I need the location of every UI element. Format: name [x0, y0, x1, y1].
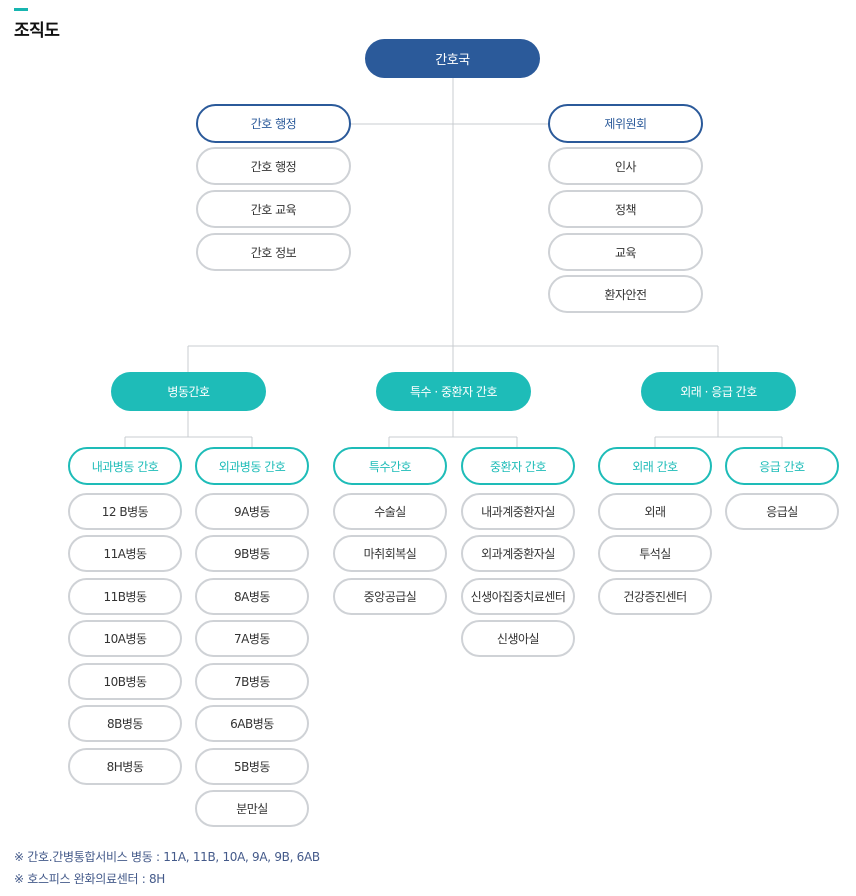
admin-item-node[interactable]: 간호 행정 — [196, 147, 351, 185]
icu-item-node[interactable]: 신생아실 — [461, 620, 575, 657]
surgical-ward-header-node[interactable]: 외과병동 간호 — [195, 447, 309, 485]
ward-item-node[interactable]: 8A병동 — [195, 578, 309, 615]
outpatient-item-node[interactable]: 투석실 — [598, 535, 712, 572]
footnote-hospice-center: ※ 호스피스 완화의료센터 : 8H — [14, 872, 166, 886]
ward-item-node[interactable]: 5B병동 — [195, 748, 309, 785]
special-item-node[interactable]: 중앙공급실 — [333, 578, 447, 615]
outpatient-nursing-header-node[interactable]: 외래 간호 — [598, 447, 712, 485]
icu-item-node[interactable]: 외과계중환자실 — [461, 535, 575, 572]
footnote-integrated-service-wards: ※ 간호.간병통합서비스 병동 : 11A, 11B, 10A, 9A, 9B,… — [14, 850, 320, 864]
special-nursing-header-node[interactable]: 특수간호 — [333, 447, 447, 485]
icu-nursing-header-node[interactable]: 중환자 간호 — [461, 447, 575, 485]
admin-item-node[interactable]: 간호 교육 — [196, 190, 351, 228]
emergency-nursing-header-node[interactable]: 응급 간호 — [725, 447, 839, 485]
ward-item-node[interactable]: 7B병동 — [195, 663, 309, 700]
emergency-item-node[interactable]: 응급실 — [725, 493, 839, 530]
ward-item-node[interactable]: 10B병동 — [68, 663, 182, 700]
ward-item-node[interactable]: 9A병동 — [195, 493, 309, 530]
admin-header-node[interactable]: 간호 행정 — [196, 104, 351, 143]
internal-ward-header-node[interactable]: 내과병동 간호 — [68, 447, 182, 485]
special-item-node[interactable]: 마취회복실 — [333, 535, 447, 572]
committee-item-node[interactable]: 환자안전 — [548, 275, 703, 313]
special-icu-nursing-node[interactable]: 특수 · 중환자 간호 — [376, 372, 531, 411]
ward-item-node[interactable]: 8B병동 — [68, 705, 182, 742]
ward-item-node[interactable]: 7A병동 — [195, 620, 309, 657]
ward-item-node[interactable]: 6AB병동 — [195, 705, 309, 742]
root-node-nursing-department[interactable]: 간호국 — [365, 39, 540, 78]
ward-item-node[interactable]: 12 B병동 — [68, 493, 182, 530]
icu-item-node[interactable]: 신생아집중치료센터 — [461, 578, 575, 615]
committee-item-node[interactable]: 정책 — [548, 190, 703, 228]
ward-item-node[interactable]: 분만실 — [195, 790, 309, 827]
committee-item-node[interactable]: 교육 — [548, 233, 703, 271]
outpatient-emergency-nursing-node[interactable]: 외래 · 응급 간호 — [641, 372, 796, 411]
outpatient-item-node[interactable]: 건강증진센터 — [598, 578, 712, 615]
icu-item-node[interactable]: 내과계중환자실 — [461, 493, 575, 530]
ward-nursing-node[interactable]: 병동간호 — [111, 372, 266, 411]
ward-item-node[interactable]: 11A병동 — [68, 535, 182, 572]
ward-item-node[interactable]: 9B병동 — [195, 535, 309, 572]
committee-header-node[interactable]: 제위원회 — [548, 104, 703, 143]
ward-item-node[interactable]: 10A병동 — [68, 620, 182, 657]
special-item-node[interactable]: 수술실 — [333, 493, 447, 530]
ward-item-node[interactable]: 8H병동 — [68, 748, 182, 785]
outpatient-item-node[interactable]: 외래 — [598, 493, 712, 530]
title-accent-bar — [14, 8, 28, 11]
admin-item-node[interactable]: 간호 정보 — [196, 233, 351, 271]
committee-item-node[interactable]: 인사 — [548, 147, 703, 185]
ward-item-node[interactable]: 11B병동 — [68, 578, 182, 615]
page-title: 조직도 — [14, 21, 60, 41]
